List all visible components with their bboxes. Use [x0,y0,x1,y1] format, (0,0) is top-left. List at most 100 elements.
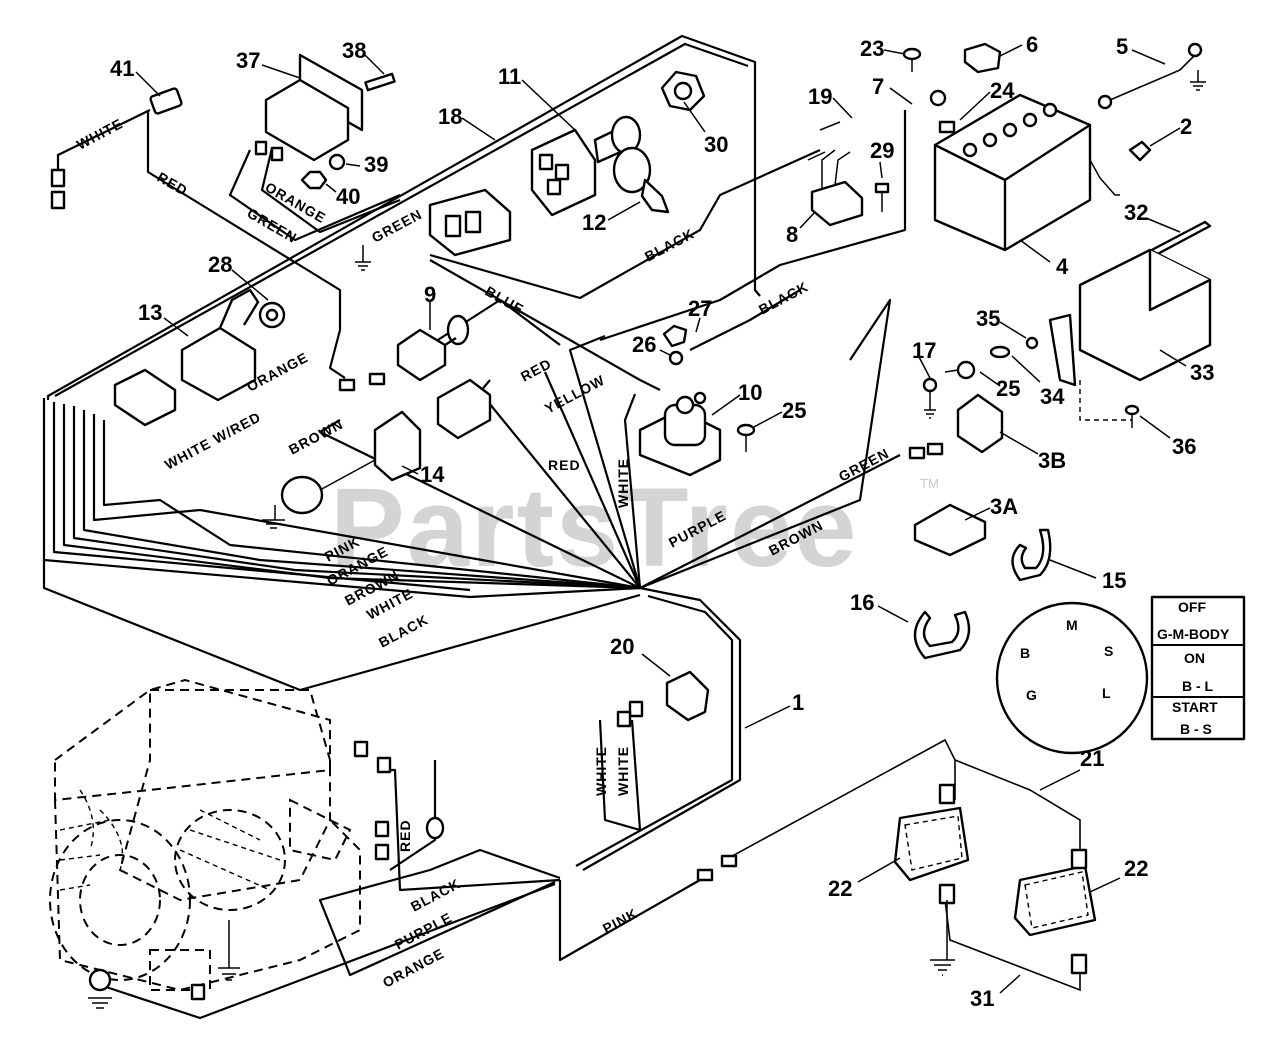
part-22-headlight-left [893,806,970,882]
wire-pink [558,879,701,962]
wire-label-white-red: WHITE W/RED [162,408,264,472]
callout-34: 34 [1040,384,1065,409]
ignition-switch-face [995,601,1149,755]
callout-19: 19 [808,84,832,109]
callout-35: 35 [976,306,1000,331]
ground-mid [355,245,371,271]
wire-label-black-3: BLACK [376,611,431,650]
callout-41: 41 [110,56,134,81]
callout-31: 31 [970,986,994,1011]
wire-label-pink-2: PINK [600,905,641,937]
part-8-module [810,149,864,227]
part-29-screw [874,182,890,212]
wire-orange-bottom [99,882,556,1020]
callout-37: 37 [236,48,260,73]
callout-15: 15 [1102,568,1126,593]
wire-black-engine [389,760,437,871]
part-3a-switch [913,503,987,557]
connector-white-red [113,368,177,427]
part-4-battery [933,93,1092,252]
wire-label-black-1: BLACK [642,225,697,264]
wire-black-batt [599,110,907,342]
table-start: START [1172,699,1218,715]
watermark-tm: TM [920,476,939,491]
callout-8: 8 [786,222,798,247]
part-9-switch [396,314,470,382]
wire-label-blue: BLUE [483,283,527,318]
part-25-bolt [736,423,756,452]
switch-terminal-l: L [1102,685,1111,701]
callout-20: 20 [610,634,634,659]
wire-label-black-4: BLACK [408,875,463,914]
part-15-clamp [1011,528,1052,582]
part-22-headlight-right [1013,864,1097,937]
table-start-contacts: B - S [1180,721,1212,737]
wire-label-red-1: RED [155,169,191,199]
table-on-contacts: B - L [1182,678,1214,694]
callout-24: 24 [990,78,1015,103]
part-27-nut [662,324,688,348]
part-26-washer [668,350,684,366]
wire-label-red-3: RED [548,457,581,473]
callout-6: 6 [1026,32,1038,57]
part-24-terminal [938,120,956,134]
part-18-connector-block [428,188,512,257]
callout-32: 32 [1124,200,1148,225]
wire-white-20 [598,719,642,832]
part-2-clip [1128,140,1152,162]
callout-4: 4 [1056,254,1069,279]
engine [49,678,361,992]
wire-label-yellow: YELLOW [542,372,608,417]
part-35-nut [1025,336,1039,350]
callout-33: 33 [1190,360,1214,385]
callout-22a: 22 [828,876,852,901]
part-34-clip [989,345,1011,359]
wire-label-white-4: WHITE [593,746,609,796]
part-5-cable [1097,42,1206,110]
part-11-ignition-switch [530,115,642,217]
part-30-nut [660,70,706,112]
connector-light-4 [1070,953,1088,975]
callout-22b: 22 [1124,856,1148,881]
part-39-washer [328,153,346,171]
callout-17: 17 [912,338,936,363]
part-37-relay [254,53,396,162]
ground-bottom-left [88,968,112,1009]
callout-9: 9 [424,282,436,307]
wire-black-solenoid [689,289,801,351]
callout-40: 40 [336,184,360,209]
table-off-contacts: G-M-BODY [1157,626,1230,642]
wire-label-brown-1: BROWN [286,416,346,458]
watermark: PartsTree [330,465,859,590]
part-23-screw [902,47,922,72]
wire-label-black-2: BLACK [756,278,811,317]
part-40-nut [300,170,328,190]
callout-5: 5 [1116,34,1128,59]
part-33-battery-tray [1078,248,1212,382]
callout-21: 21 [1080,746,1104,771]
part-16-clamp [913,610,971,660]
wire-label-orange-4: ORANGE [380,945,447,991]
wire-label-green-2: GREEN [369,206,425,246]
connector-light-1 [938,783,956,805]
part-3b-seat-switch [956,393,1004,454]
connector-light-2 [1070,848,1088,870]
part-20-clip [665,670,710,722]
callout-12: 12 [582,210,606,235]
callout-7: 7 [872,74,884,99]
part-6-boot [963,42,1002,74]
wire-label-white-2: WHITE [615,458,631,508]
leader-lines [135,44,1187,994]
wire-red-top [146,110,342,330]
wire-green-top [228,149,401,242]
callout-16: 16 [850,590,874,615]
wire-label-white-5: WHITE [615,746,631,796]
callout-2: 2 [1180,114,1192,139]
callout-30: 30 [704,132,728,157]
callout-25: 25 [782,398,806,423]
callout-27: 27 [688,296,712,321]
wire-label-white-1: WHITE [74,115,126,153]
part-19-terminals [807,121,841,161]
wire-orange-13 [328,329,346,379]
